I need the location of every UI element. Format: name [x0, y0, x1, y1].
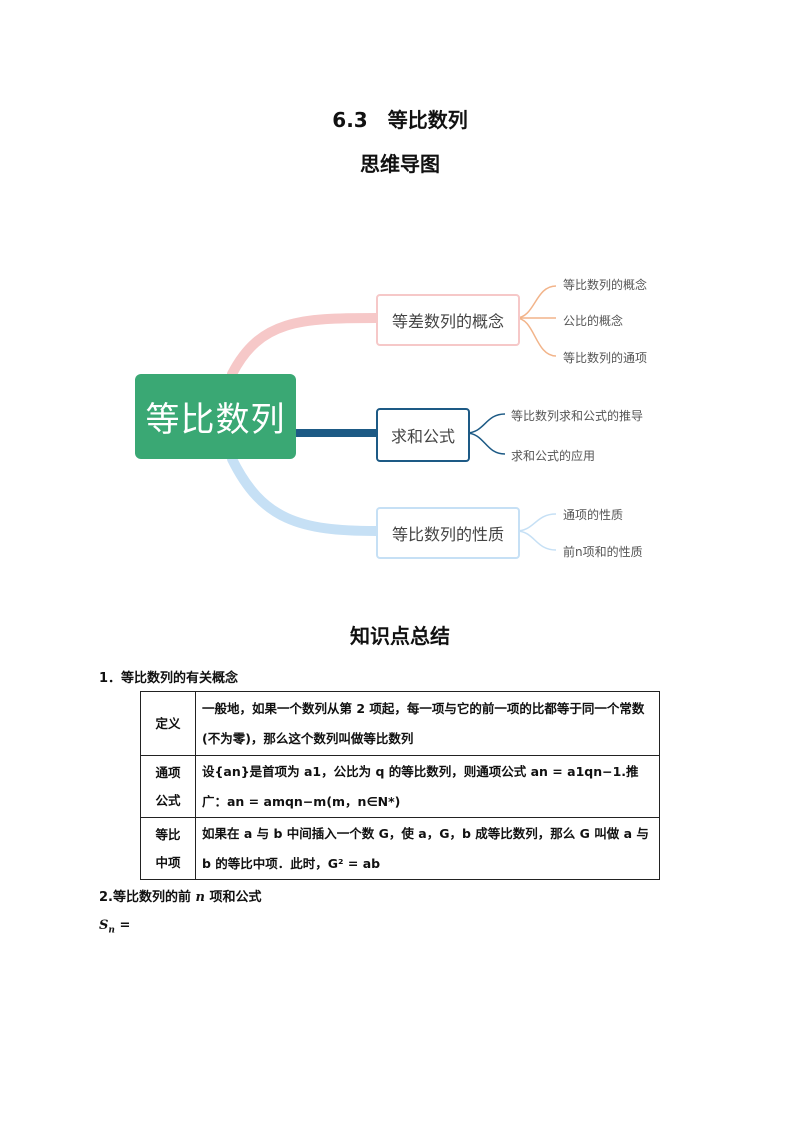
- page-title: 6.3 等比数列: [332, 108, 468, 132]
- sum-formula-label: Sn =: [99, 918, 131, 936]
- mindmap-leaf: 通项的性质: [563, 508, 624, 522]
- table-row: 通项 公式 设{an}是首项为 a1，公比为 q 的等比数列，则通项公式 an …: [140, 755, 660, 818]
- connector-leaf-3-1: [515, 513, 557, 532]
- mindmap-root: 等比数列: [135, 374, 296, 459]
- mindmap-leaf: 等比数列的概念: [563, 278, 648, 292]
- concept-table: 定义 一般地，如果一个数列从第 2 项起，每一项与它的前一项的比都等于同一个常数…: [140, 691, 660, 880]
- connector-branch-1: [227, 313, 381, 379]
- mind-map-connectors: [227, 285, 557, 551]
- summary-heading: 知识点总结: [350, 624, 450, 648]
- mindmap-leaf: 等比数列求和公式的推导: [511, 409, 644, 423]
- mindmap-branch-concept: 等差数列的概念: [376, 294, 520, 346]
- table-cell-geometric-mean: 如果在 a 与 b 中间插入一个数 G，使 a，G，b 成等比数列，那么 G 叫…: [195, 817, 660, 880]
- connector-branch-3: [227, 454, 381, 536]
- table-row: 定义 一般地，如果一个数列从第 2 项起，每一项与它的前一项的比都等于同一个常数…: [140, 691, 660, 756]
- table-label-geometric-mean: 等比 中项: [140, 817, 196, 880]
- connector-leaf-1-3: [515, 317, 557, 357]
- table-row: 等比 中项 如果在 a 与 b 中间插入一个数 G，使 a，G，b 成等比数列，…: [140, 817, 660, 880]
- mindmap-branch-sum-formula: 求和公式: [376, 408, 470, 462]
- table-label-general-term: 通项 公式: [140, 755, 196, 818]
- mindmap-leaf: 公比的概念: [563, 314, 624, 328]
- connector-leaf-1-1: [515, 285, 557, 319]
- mindmap-heading: 思维导图: [360, 152, 440, 176]
- table-cell-definition: 一般地，如果一个数列从第 2 项起，每一项与它的前一项的比都等于同一个常数(不为…: [195, 691, 660, 756]
- mindmap-branch-properties: 等比数列的性质: [376, 507, 520, 559]
- mindmap-leaf: 求和公式的应用: [511, 449, 596, 463]
- connector-leaf-2-1: [465, 413, 506, 434]
- mind-map: 等比数列 等差数列的概念 求和公式 等比数列的性质 等比数列的概念 公比的概念 …: [135, 278, 648, 559]
- connector-leaf-2-2: [465, 432, 506, 455]
- connector-leaf-3-2: [515, 530, 557, 551]
- section-heading-2: 2.等比数列的前 n 项和公式: [99, 890, 262, 905]
- table-cell-general-term: 设{an}是首项为 a1，公比为 q 的等比数列，则通项公式 an = a1qn…: [195, 755, 660, 818]
- mindmap-leaf: 等比数列的通项: [563, 351, 648, 365]
- table-label-definition: 定义: [140, 691, 196, 756]
- mindmap-leaf: 前n项和的性质: [563, 545, 643, 559]
- section-heading-1: 1．等比数列的有关概念: [99, 671, 239, 686]
